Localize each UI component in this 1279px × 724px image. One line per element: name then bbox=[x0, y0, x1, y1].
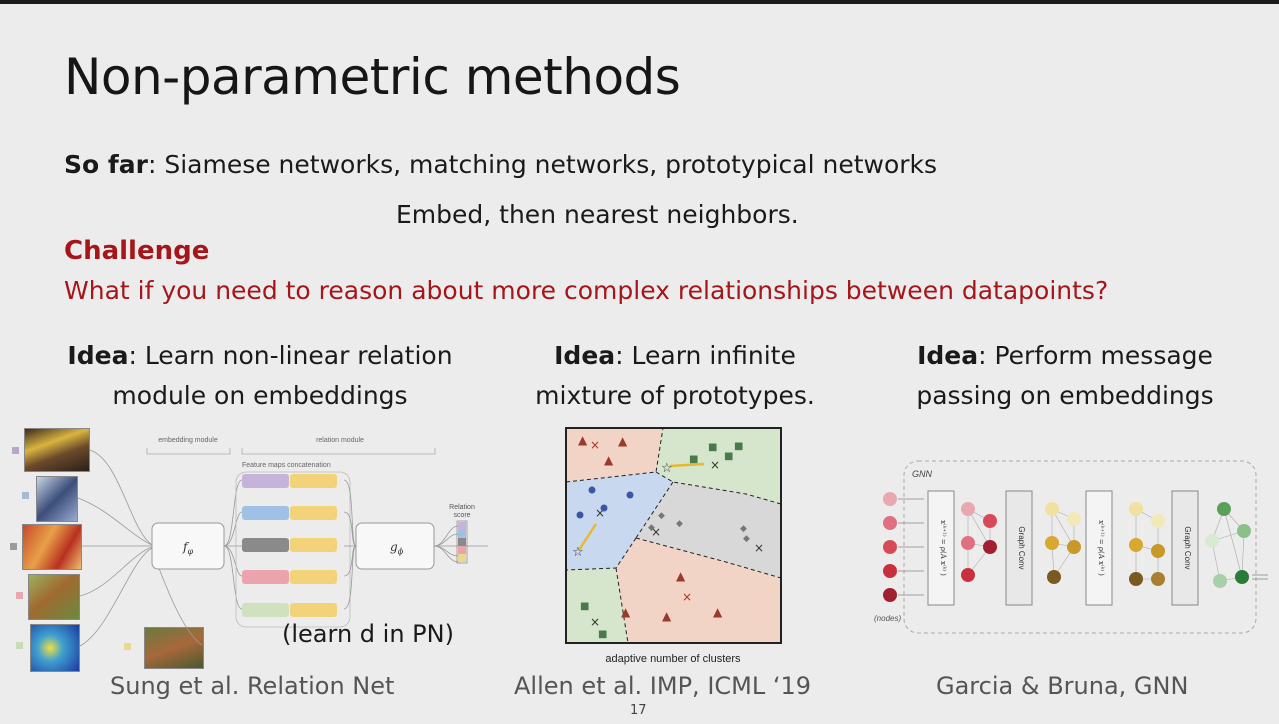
svg-text:x⁽ᵏ⁺¹⁾ = ρ(A x⁽ᵏ⁾ ): x⁽ᵏ⁺¹⁾ = ρ(A x⁽ᵏ⁾ ) bbox=[1097, 520, 1106, 576]
idea-label: Idea bbox=[917, 341, 979, 370]
graph-conv-label: Graph Conv bbox=[1017, 526, 1026, 569]
svg-text:■: ■ bbox=[580, 601, 589, 612]
svg-text:×: × bbox=[595, 506, 605, 520]
svg-text:▲: ▲ bbox=[578, 433, 588, 447]
idea-label: Idea bbox=[554, 341, 616, 370]
page-number: 17 bbox=[630, 703, 647, 718]
feature-maps bbox=[242, 474, 337, 617]
challenge-question: What if you need to reason about more co… bbox=[64, 276, 1109, 305]
thumbnail-fish-image bbox=[30, 624, 80, 672]
embed-line: Embed, then nearest neighbors. bbox=[396, 200, 799, 229]
g-label: g bbox=[390, 540, 398, 554]
nodes-label: (nodes) bbox=[874, 614, 901, 623]
idea-text: passing on embeddings bbox=[916, 381, 1214, 410]
relation-score-bar bbox=[456, 520, 468, 564]
citation-gnn: Garcia & Bruna, GNN bbox=[936, 672, 1189, 700]
thumbnail-dog-image bbox=[28, 574, 80, 620]
fan-in-lines bbox=[343, 479, 357, 610]
thumbnail-dog-query-image bbox=[144, 627, 204, 669]
gnn-diagram: GNN (nodes) x⁽ᵏ⁺¹⁾ = ρ(A x⁽ᵏ⁾ ) Graph Co… bbox=[874, 460, 1268, 634]
svg-text:▲: ▲ bbox=[621, 605, 631, 619]
concat-label: Feature maps concatenation bbox=[242, 462, 331, 469]
slide-title: Non-parametric methods bbox=[64, 48, 681, 106]
idea-imp: Idea: Learn infinite mixture of prototyp… bbox=[500, 336, 850, 416]
so-far-label: So far bbox=[64, 150, 148, 179]
idea-text: mixture of prototypes. bbox=[535, 381, 815, 410]
imp-cluster-diagram: ▲▲▲ ▲▲▲▲ ×× ■■■■ ■■ ××××× ◆◆◆◆◆ ☆ ☆ adap… bbox=[565, 427, 782, 665]
svg-text:■: ■ bbox=[724, 451, 733, 462]
thumbnail-food-image bbox=[24, 428, 90, 472]
idea-relation-net: Idea: Learn non-linear relation module o… bbox=[60, 336, 460, 416]
citation-imp: Allen et al. IMP, ICML ‘19 bbox=[514, 672, 812, 700]
idea-gnn: Idea: Perform message passing on embeddi… bbox=[885, 336, 1245, 416]
idea-text: : Learn non-linear relation bbox=[128, 341, 453, 370]
relation-net-figure: embedding module relation module Feature… bbox=[10, 420, 500, 675]
svg-text:■: ■ bbox=[689, 454, 698, 465]
gnn-title: GNN bbox=[912, 469, 933, 479]
svg-text:fφ: fφ bbox=[182, 540, 193, 556]
f-subscript: φ bbox=[187, 547, 193, 556]
input-nodes bbox=[883, 492, 897, 602]
fan-out-lines bbox=[223, 479, 243, 610]
g-subscript: ϕ bbox=[398, 547, 404, 556]
svg-text:x⁽ᵏ⁺¹⁾ = ρ(A x⁽ᵏ⁾ ): x⁽ᵏ⁺¹⁾ = ρ(A x⁽ᵏ⁾ ) bbox=[939, 520, 948, 576]
svg-text:▲: ▲ bbox=[713, 605, 723, 619]
idea-text: module on embeddings bbox=[112, 381, 408, 410]
gnn-figure: GNN (nodes) x⁽ᵏ⁺¹⁾ = ρ(A x⁽ᵏ⁾ ) Graph Co… bbox=[868, 455, 1268, 640]
svg-text:▲: ▲ bbox=[662, 609, 672, 623]
svg-text:×: × bbox=[590, 615, 600, 629]
svg-text:score: score bbox=[453, 512, 470, 519]
citation-relation-net: Sung et al. Relation Net bbox=[110, 672, 395, 700]
svg-text:×: × bbox=[710, 458, 720, 472]
svg-text:◆: ◆ bbox=[648, 523, 655, 533]
svg-text:×: × bbox=[754, 541, 764, 555]
svg-text:Graph Conv: Graph Conv bbox=[1183, 526, 1192, 569]
f-embedding-box bbox=[151, 522, 225, 570]
svg-text:◆: ◆ bbox=[740, 524, 747, 534]
svg-text:×: × bbox=[651, 525, 661, 539]
thumbnail-food-image bbox=[22, 524, 82, 570]
top-border bbox=[0, 0, 1279, 4]
imp-caption: adaptive number of clusters bbox=[605, 653, 741, 665]
f-label: f bbox=[182, 540, 190, 554]
so-far-text: : Siamese networks, matching networks, p… bbox=[147, 150, 938, 179]
svg-text:◆: ◆ bbox=[743, 534, 750, 544]
svg-text:■: ■ bbox=[734, 441, 743, 452]
idea-text: : Perform message bbox=[978, 341, 1213, 370]
relation-net-diagram: embedding module relation module Feature… bbox=[10, 437, 488, 650]
svg-text:☆: ☆ bbox=[572, 545, 584, 560]
svg-text:■: ■ bbox=[598, 629, 607, 640]
learn-d-annotation: (learn d in PN) bbox=[282, 620, 454, 648]
svg-text:■: ■ bbox=[708, 442, 717, 453]
svg-text:▲: ▲ bbox=[618, 434, 628, 448]
input-lines bbox=[77, 449, 203, 647]
svg-text:gϕ: gϕ bbox=[390, 540, 404, 556]
idea-text: : Learn infinite bbox=[615, 341, 796, 370]
challenge-label: Challenge bbox=[64, 236, 210, 266]
relation-module-label: relation module bbox=[316, 437, 364, 444]
imp-cluster-figure: ▲▲▲ ▲▲▲▲ ×× ■■■■ ■■ ××××× ◆◆◆◆◆ ☆ ☆ adap… bbox=[558, 420, 790, 670]
so-far-line: So far: Siamese networks, matching netwo… bbox=[64, 150, 937, 179]
svg-text:▲: ▲ bbox=[604, 453, 614, 467]
svg-text:☆: ☆ bbox=[661, 461, 673, 476]
svg-text:◆: ◆ bbox=[676, 519, 683, 529]
thumbnail-bird-image bbox=[36, 476, 78, 522]
idea-label: Idea bbox=[67, 341, 129, 370]
svg-text:×: × bbox=[682, 590, 692, 604]
label-squares bbox=[10, 447, 131, 650]
embedding-module-label: embedding module bbox=[158, 437, 218, 444]
svg-text:◆: ◆ bbox=[658, 511, 665, 521]
svg-text:×: × bbox=[590, 438, 600, 452]
svg-text:▲: ▲ bbox=[676, 569, 686, 583]
relation-score-label: Relation bbox=[449, 504, 475, 511]
